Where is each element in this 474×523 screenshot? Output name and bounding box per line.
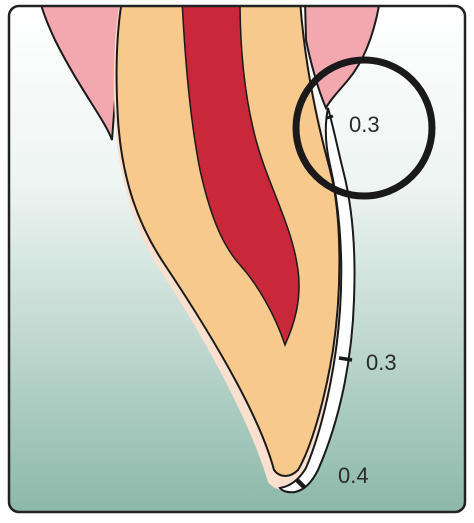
label-middle-thickness: 0.3 xyxy=(366,350,397,375)
label-cervical-thickness: 0.3 xyxy=(349,112,380,137)
tick-mark-cervical xyxy=(327,116,333,118)
tick-mark-middle xyxy=(339,358,352,360)
label-incisal-thickness: 0.4 xyxy=(338,463,369,488)
